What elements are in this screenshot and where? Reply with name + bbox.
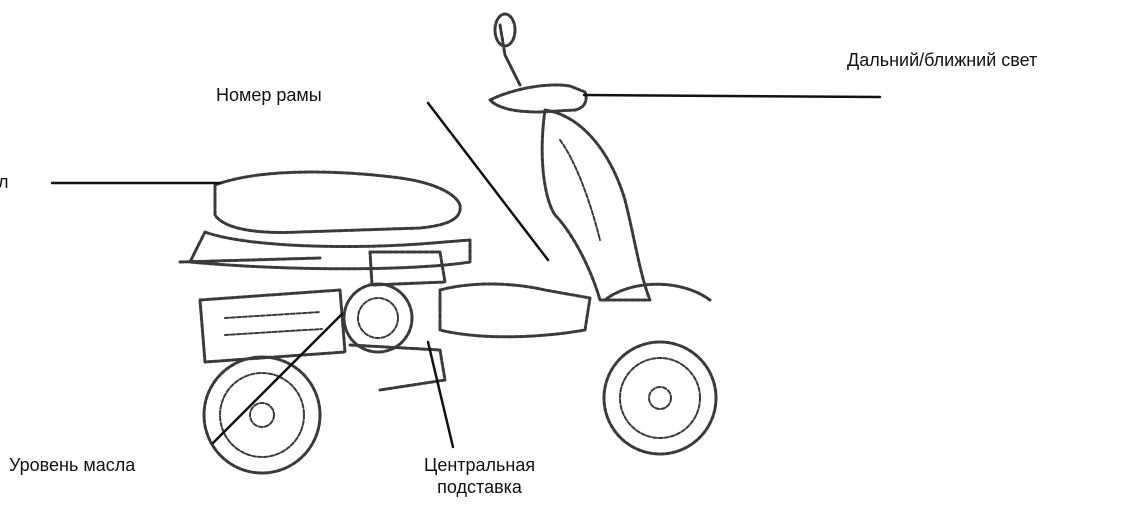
engine-cover (344, 284, 445, 390)
label-oil-level: Уровень масла (9, 454, 135, 476)
oil-level-leader-line (213, 314, 342, 443)
beam-leader-line (584, 95, 880, 97)
rear-wheel (204, 357, 320, 473)
scooter-illustration (180, 14, 716, 473)
callout-lines (52, 95, 880, 447)
exhaust-muffler (200, 290, 345, 362)
handlebar (490, 14, 586, 112)
floorboard (440, 284, 590, 337)
label-left-cut: л (0, 171, 9, 193)
label-center-stand: Центральная подставка (424, 454, 535, 498)
front-fender (605, 284, 710, 300)
label-frame-number: Номер рамы (216, 84, 322, 106)
front-wheel (604, 342, 716, 454)
label-center-stand-line1: Центральная (424, 454, 535, 476)
frame-number-leader-line (428, 103, 548, 260)
label-beam: Дальний/ближний свет (847, 49, 1037, 71)
label-center-stand-line2: подставка (424, 476, 535, 498)
rear-body-seat (180, 172, 470, 285)
front-leg-shield (542, 110, 650, 300)
